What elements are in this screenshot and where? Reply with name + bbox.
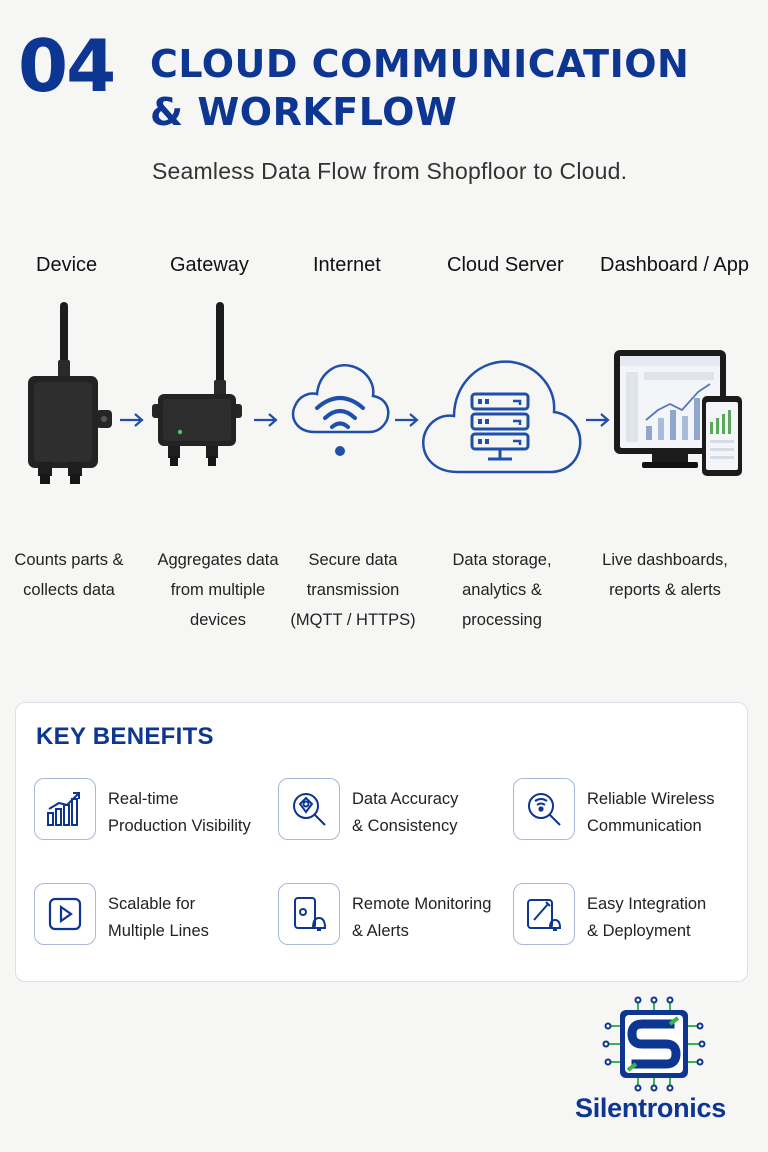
title-line-1: CLOUD COMMUNICATION [150,42,690,86]
flow-arrow-1 [120,413,144,427]
benefit-text-scalable: Scalable for Multiple Lines [108,895,209,940]
section-number: 04 [18,24,116,108]
stage-desc-gateway: Aggregates data from multiple devices [157,551,279,629]
benefit-text-accuracy: Data Accuracy & Consistency [352,790,459,835]
flow-arrow-4 [586,413,610,427]
page-subtitle: Seamless Data Flow from Shopfloor to Clo… [152,158,628,184]
stage-desc-internet: Secure data transmission (MQTT / HTTPS) [290,551,416,629]
iot-device-icon [28,302,112,484]
stage-label-internet: Internet [313,254,381,276]
stage-label-gateway: Gateway [170,254,249,276]
flow-arrow-3 [395,413,419,427]
stage-desc-cloud-server: Data storage, analytics & processing [452,551,552,629]
benefit-item-realtime: Real-time Production Visibility [34,778,251,840]
benefit-item-accuracy: Data Accuracy & Consistency [278,778,458,840]
stage-label-device: Device [36,254,98,276]
benefit-item-wireless: Reliable Wireless Communication [513,778,714,840]
growth-chart-icon [34,778,96,840]
benefit-text-integration: Easy Integration & Deployment [587,895,707,940]
flow-arrow-2 [254,413,278,427]
benefit-text-remote: Remote Monitoring & Alerts [352,895,492,940]
cloud-server-icon [422,360,582,474]
stage-label-dashboard: Dashboard / App [600,254,749,276]
cloud-wifi-icon [291,363,390,456]
title-line-2: & WORKFLOW [150,90,458,134]
monitor-phone-icon [614,350,742,476]
stage-desc-device: Counts parts & collects data [14,551,124,599]
play-screen-icon [34,883,96,945]
page-title: CLOUD COMMUNICATION & WORKFLOW [150,40,689,136]
brand-name: Silentronics [575,1093,726,1123]
benefit-text-realtime: Real-time Production Visibility [108,790,251,835]
benefit-text-wireless: Reliable Wireless Communication [587,790,715,835]
silentronics-logo [602,996,706,1092]
stage-label-cloud-server: Cloud Server [447,254,564,276]
key-benefits-title: KEY BENEFITS [36,723,214,750]
benefit-item-remote: Remote Monitoring & Alerts [278,883,491,945]
benefit-item-scalable: Scalable for Multiple Lines [34,883,209,945]
benefit-item-integration: Easy Integration & Deployment [513,883,706,945]
key-benefits-card: KEY BENEFITS Real-time Production Visibi… [15,702,748,982]
stage-desc-dashboard: Live dashboards, reports & alerts [602,551,728,599]
device-bell-icon [278,883,340,945]
edit-bell-icon [513,883,575,945]
gateway-icon [152,302,242,466]
magnifier-signal-icon [513,778,575,840]
magnifier-target-icon [278,778,340,840]
